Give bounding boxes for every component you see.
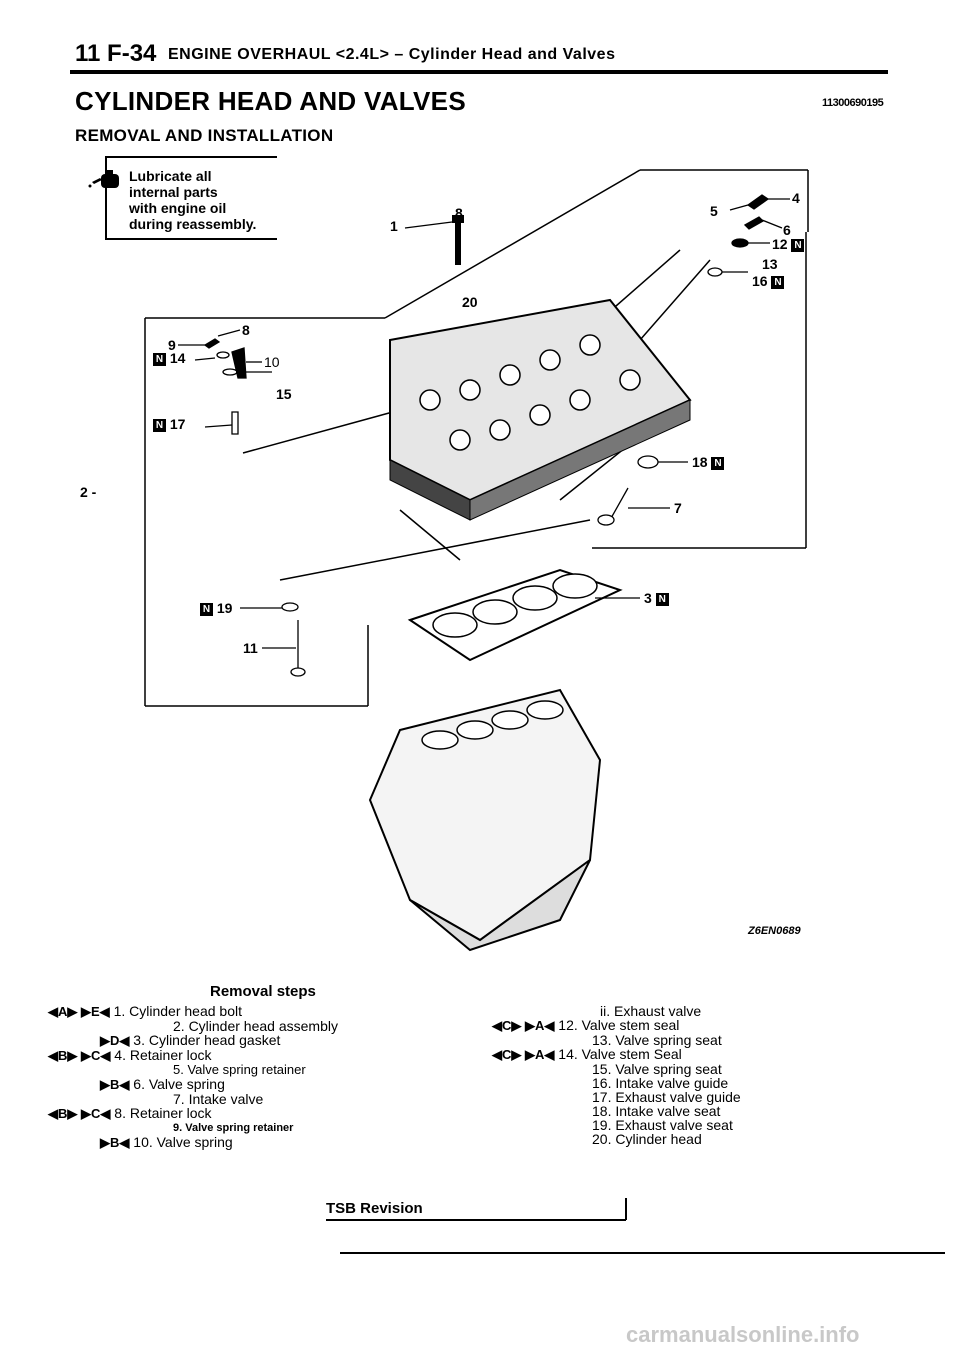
step-item: ▶B◀ 10. Valve spring [100,1134,233,1150]
tsb-revision-label: TSB Revision [326,1200,423,1217]
page-title: CYLINDER HEAD AND VALVES [75,86,466,116]
callout-1: 1 [390,218,398,234]
step-item: ◀B▶ ▶C◀ 8. Retainer lock [48,1105,212,1121]
step-item: ▶B◀ 6. Valve spring [100,1076,225,1092]
page-subtitle: REMOVAL AND INSTALLATION [75,126,334,145]
head-gasket-illustration [407,568,623,662]
oil-can-icon [88,170,119,188]
revision-rule [326,1219,626,1221]
callout-14: N 14 [153,350,185,366]
step-item: ii. Exhaust valve [600,1003,702,1019]
step-item: 7. Intake valve [173,1091,264,1107]
header-rule [70,70,888,74]
cylinder-head-illustration [389,298,692,521]
callout-17: N 17 [153,416,185,432]
callout-6: 6 [783,222,791,238]
callout-8: 8 [242,322,250,338]
section-number: 11 F-34 [75,40,157,67]
step-item: 5. Valve spring retainer [173,1062,306,1077]
callout-13: 13 [762,256,778,272]
step-item: 2. Cylinder head assembly [173,1018,338,1034]
lubrication-note-text: Lubricate all internal parts with engine… [129,168,257,232]
cylinder-head-bolt-icon [452,215,464,265]
callout-19: N 19 [200,600,232,616]
callout-16: 16 N [752,273,785,289]
callout-15: 15 [276,386,292,402]
callout-4: 4 [792,190,800,206]
callout-12: 12 N [772,236,805,252]
step-item: ◀C▶ ▶A◀ 14. Valve stem Seal [492,1046,682,1062]
callout-5: 5 [710,203,718,219]
step-item: 9. Valve spring retainer [173,1122,294,1134]
callout-20: 20 [462,294,478,310]
watermark: carmanualsonline.info [626,1322,860,1347]
callout-3: 3 N [644,590,669,606]
callout-10: 10 [264,354,280,370]
step-item: 18. Intake valve seat [592,1103,721,1119]
group-bracket-label: 2 - [80,484,97,500]
document-number: 11300690195 [822,97,884,109]
lubrication-note-box [105,156,277,240]
removal-steps-left-column: ◀A▶ ▶E◀ 1. Cylinder head bolt 2. Cylinde… [48,1004,378,1150]
exploded-view-diagram [144,169,809,952]
header-title: ENGINE OVERHAUL <2.4L> – Cylinder Head a… [168,46,616,63]
callout-18: 18 N [692,454,725,470]
revision-rule-end [625,1198,627,1220]
callout-7: 7 [674,500,682,516]
callout-8-top: 8 [455,205,463,221]
callout-9: 9 [168,337,176,353]
step-item: 19. Exhaust valve seat [592,1117,733,1133]
figure-code: Z6EN0689 [748,925,801,937]
step-item: 13. Valve spring seat [592,1032,722,1048]
removal-steps-title: Removal steps [210,983,316,1000]
engine-block-illustration [368,688,602,952]
step-item: ◀C▶ ▶A◀ 12. Valve stem seal [492,1017,680,1033]
callout-11: 11 [243,640,258,656]
bottom-rule [340,1252,945,1254]
step-item: ▶D◀ 3. Cylinder head gasket [100,1032,281,1048]
step-item: 17. Exhaust valve guide [592,1089,741,1105]
removal-steps-right-column: ii. Exhaust valve ◀C▶ ▶A◀ 12. Valve stem… [492,1004,792,1146]
step-item: 15. Valve spring seat [592,1061,722,1077]
step-item: ◀B▶ ▶C◀ 4. Retainer lock [48,1047,212,1063]
step-item: 20. Cylinder head [592,1131,702,1147]
step-item: 16. Intake valve guide [592,1075,729,1091]
step-item: ◀A▶ ▶E◀ 1. Cylinder head bolt [48,1003,242,1019]
